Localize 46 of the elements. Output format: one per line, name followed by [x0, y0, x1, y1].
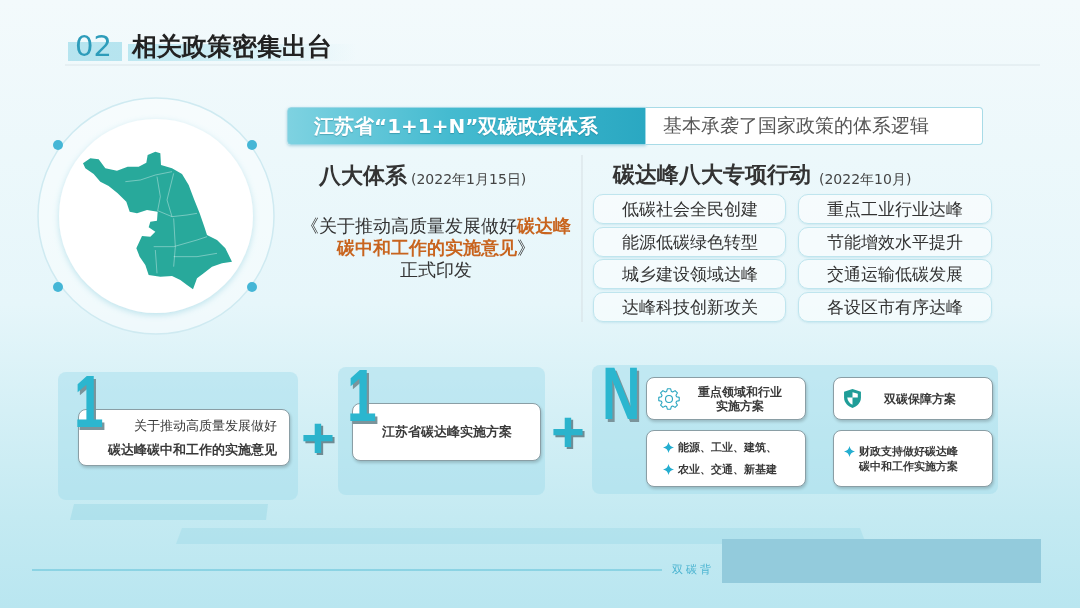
card-text: 关于推动高质量发展做好: [134, 417, 277, 434]
card-text: 碳达峰碳中和工作的实施意见: [108, 441, 277, 458]
card-text: 双碳保障方案: [883, 390, 956, 407]
action-text: 城乡建设领域达峰: [621, 262, 758, 286]
plus-sign: +: [551, 412, 585, 452]
action-pill: [798, 259, 992, 289]
big-numeral: 1: [74, 373, 104, 431]
action-text: 交通运输低碳发展: [827, 262, 963, 286]
banner-subtitle: 基本承袭了国家政策的体系逻辑: [663, 113, 929, 138]
footer-text: 双碳背: [672, 563, 714, 577]
action-pill: [593, 194, 786, 224]
policy-card: [646, 377, 806, 420]
action-pill: [593, 227, 786, 257]
big-numeral: N: [602, 365, 641, 423]
policy-panel: [592, 365, 998, 494]
big-numeral: 1: [347, 367, 377, 425]
action-text: 节能增效水平提升: [827, 230, 963, 254]
action-pill: [798, 227, 992, 257]
date-note: (2022年1月15日): [411, 171, 527, 187]
action-text: 低碳社会全民创建: [621, 197, 758, 221]
action-text: 能源低碳绿色转型: [621, 230, 758, 254]
card-text: 能源、工业、建筑、: [678, 439, 777, 456]
date-note: (2022年10月): [819, 171, 912, 187]
policy-card: [833, 430, 993, 487]
status-text: 正式印发: [400, 260, 472, 282]
action-text: 各设区市有序达峰: [827, 295, 963, 319]
plus-sign: +: [301, 418, 335, 458]
action-text: 重点工业行业达峰: [827, 197, 963, 221]
card-text: 重点领域和行业实施方案: [696, 384, 783, 413]
card-text: 农业、交通、新基建: [678, 461, 777, 478]
action-pill: [593, 259, 786, 289]
section-heading: 碳达峰八大专项行动: [613, 162, 811, 188]
action-pill: [798, 194, 992, 224]
card-text: 财政支持做好碳达峰碳中和工作实施方案: [859, 443, 959, 474]
banner-title: 江苏省“1+1+N”双碳政策体系: [314, 112, 599, 140]
policy-document-title: 《关于推动高质量发展做好碳达峰碳中和工作的实施意见》: [301, 216, 571, 259]
policy-card: [833, 377, 993, 420]
action-text: 达峰科技创新攻关: [621, 295, 758, 319]
action-pill: [593, 292, 786, 322]
banner-title-bar: [287, 107, 646, 145]
action-pill: [798, 292, 992, 322]
card-text: 江苏省碳达峰实施方案: [381, 424, 512, 440]
banner-subtitle-box: [646, 107, 983, 145]
policy-panel: [58, 372, 298, 500]
policy-panel: [338, 367, 545, 495]
policy-card: [646, 430, 806, 487]
